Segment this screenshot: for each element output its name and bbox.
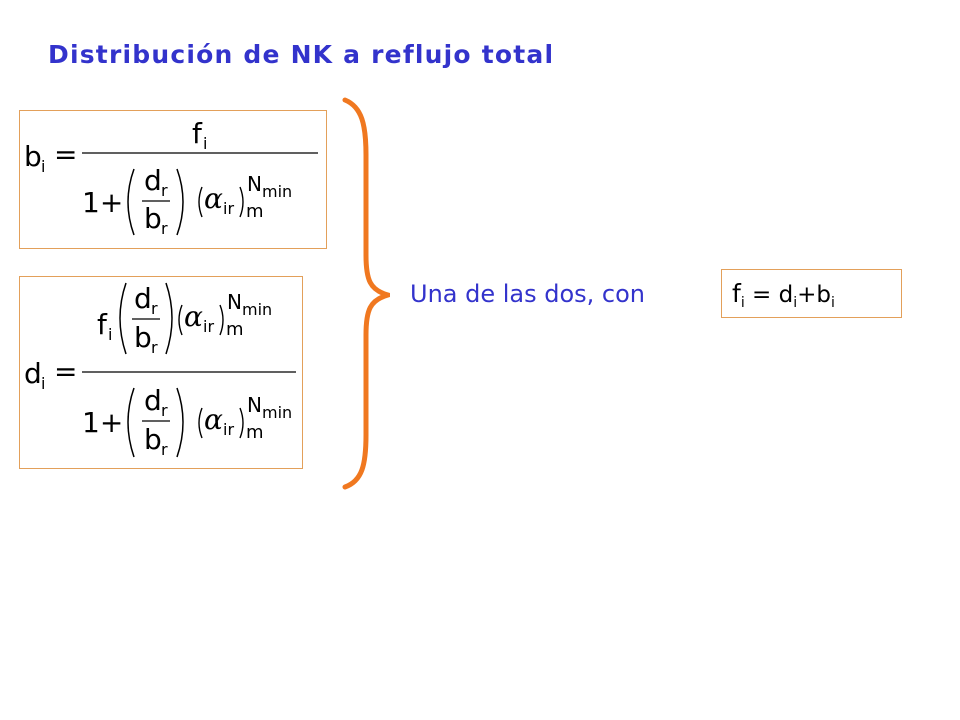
eq-b-left-paren-small: [198, 186, 203, 218]
eq-d-num-exponent-sub: min: [242, 300, 272, 319]
eq-d-num-exponent: N: [227, 290, 242, 314]
eq-b-lhs-sub: i: [41, 157, 45, 176]
eq-d-den-left-paren: [127, 387, 135, 458]
eq-d-den-ratio-bottom: b: [144, 423, 162, 456]
eq-d-num-ratio-top: d: [134, 282, 152, 315]
relation-box: fi = di+bi: [721, 269, 902, 318]
eq-b-numerator-sub: i: [203, 134, 207, 153]
eq-b-alpha-sub: ir: [223, 199, 234, 218]
eq-b-ratio-bottom: b: [144, 202, 162, 235]
eq-b-exponent-sub: min: [262, 182, 292, 201]
curly-bracket-icon: [342, 97, 390, 490]
eq-b-right-paren-small: [239, 186, 244, 218]
relation-term1: d: [778, 282, 794, 308]
eq-d-num-left-paren: [119, 282, 127, 355]
relation-equals: =: [744, 282, 779, 308]
relation-term2: b: [816, 282, 831, 308]
relation-lhs: f: [732, 279, 741, 308]
eq-b-ratio-top: d: [144, 164, 162, 197]
eq-d-den-left-paren-small: [198, 407, 203, 439]
eq-d-num-alpha-sub: ir: [203, 317, 214, 336]
eq-b-numerator: f: [192, 117, 203, 150]
eq-d-num-ratio-bottom-sub: r: [151, 338, 158, 357]
eq-b-left-paren: [127, 168, 135, 236]
eq-b-right-paren: [176, 168, 184, 236]
eq-d-den-exponent-sub: min: [262, 403, 292, 422]
relation-lhs-sub: i: [740, 295, 745, 311]
eq-d-num-ratio-bottom: b: [134, 321, 152, 354]
eq-d-num-alpha: α: [184, 300, 203, 333]
equation-b-formula: b i = f i 1+ d r b r α ir m N min: [24, 117, 318, 238]
eq-b-lhs: b: [24, 140, 42, 173]
eq-d-den-alpha: α: [204, 403, 223, 436]
eq-d-den-m: m: [246, 422, 264, 443]
eq-b-alpha: α: [204, 182, 223, 215]
eq-d-num-right-paren-small: [219, 304, 224, 336]
eq-d-numerator-sub: i: [108, 325, 112, 344]
eq-b-exponent: N: [247, 172, 262, 196]
eq-d-num-right-paren: [165, 282, 173, 355]
eq-d-den-ratio-bottom-sub: r: [161, 440, 168, 459]
eq-d-den-exponent: N: [247, 393, 262, 417]
relation-term1-sub: i: [793, 295, 798, 311]
eq-d-lhs: d: [24, 357, 42, 390]
slide-title: Distribución de NK a reflujo total: [48, 40, 555, 69]
relation-plus: +: [797, 282, 817, 308]
eq-d-den-right-paren: [176, 387, 184, 458]
eq-d-numerator: f: [97, 308, 108, 341]
equation-d-formula: d i = f i d r b r α ir m N min 1+ d r b …: [24, 282, 296, 459]
eq-b-equals: =: [54, 138, 77, 171]
eq-d-one-plus: 1+: [82, 406, 123, 439]
caption-text: Una de las dos, con: [410, 280, 646, 308]
eq-d-den-ratio-top: d: [144, 384, 162, 417]
eq-b-ratio-top-sub: r: [161, 181, 168, 200]
eq-d-lhs-sub: i: [41, 374, 45, 393]
eq-d-num-left-paren-small: [178, 304, 183, 336]
eq-b-m: m: [246, 201, 264, 222]
eq-b-ratio-bottom-sub: r: [161, 219, 168, 238]
eq-b-one-plus: 1+: [82, 186, 123, 219]
equation-b-box: b i = f i 1+ d r b r α ir m N min: [19, 110, 327, 249]
eq-d-den-right-paren-small: [239, 407, 244, 439]
eq-d-num-ratio-top-sub: r: [151, 299, 158, 318]
eq-d-den-ratio-top-sub: r: [161, 401, 168, 420]
eq-d-den-alpha-sub: ir: [223, 420, 234, 439]
relation-term2-sub: i: [831, 295, 835, 311]
eq-d-equals: =: [54, 355, 77, 388]
equation-d-box: d i = f i d r b r α ir m N min 1+ d r b …: [19, 276, 303, 469]
eq-d-num-m: m: [226, 319, 244, 340]
